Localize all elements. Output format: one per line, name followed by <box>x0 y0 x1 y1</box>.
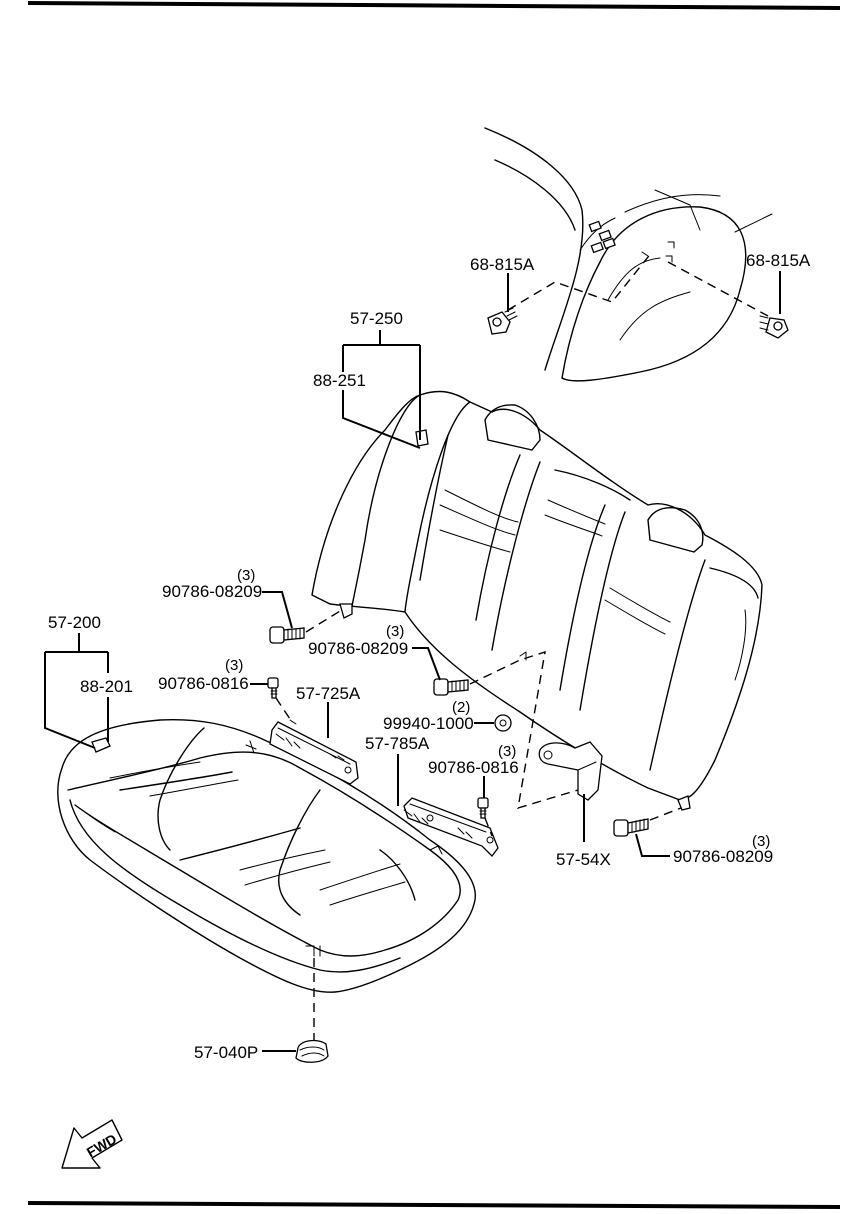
bolt-b-dashed-line <box>469 650 579 809</box>
bolt-a-dashed-line <box>305 607 346 633</box>
label-68-815A-left: 68-815A <box>470 255 535 274</box>
vehicle-body-section <box>484 127 773 382</box>
bracket-57-785A <box>403 797 499 857</box>
bolt-90786-0816-a <box>267 677 279 699</box>
clip-57-040P <box>295 1039 329 1063</box>
qty-90786-08209-a: (3) <box>237 567 255 584</box>
seat-back-hook-right <box>677 795 691 811</box>
bracket-57-54X <box>538 741 603 801</box>
clip-68-815A-right <box>759 315 789 339</box>
seat-cushion-assembly <box>57 718 476 993</box>
label-88-201: 88-201 <box>80 677 133 696</box>
fwd-arrow-label: FWD <box>84 1130 120 1160</box>
label-88-251: 88-251 <box>313 371 366 390</box>
qty-90786-08209-c: (3) <box>752 833 770 850</box>
fwd-arrow-icon: FWD <box>61 1119 123 1169</box>
seat-back-center-hook <box>519 651 527 661</box>
bolt-90786-0816-b <box>477 797 489 819</box>
bolt-c-dashed-line <box>649 805 687 821</box>
label-57-250: 57-250 <box>350 309 403 328</box>
label-57-725A: 57-725A <box>296 684 361 703</box>
qty-90786-08209-b: (3) <box>386 623 404 640</box>
top-border-line <box>27 1 841 10</box>
bolt-0816-b-dashed-line <box>484 817 493 837</box>
label-57-040P: 57-040P <box>194 1043 258 1062</box>
leader-lines <box>44 271 781 1052</box>
bracket-57-725A <box>269 719 359 785</box>
bottom-border-line <box>27 1201 841 1209</box>
label-57-54X: 57-54X <box>556 850 611 869</box>
qty-99940-1000: (2) <box>452 699 470 716</box>
bolt-90786-08209-b <box>433 678 469 696</box>
clip-right-dashed-line <box>667 261 769 317</box>
qty-90786-0816-b: (3) <box>498 743 516 760</box>
label-90786-08209-c: 90786-08209 <box>673 847 773 866</box>
clip-68-815A-left <box>487 307 518 335</box>
label-90786-0816-a: 90786-0816 <box>158 674 249 693</box>
label-57-200: 57-200 <box>48 613 101 632</box>
label-99940-1000: 99940-1000 <box>383 714 474 733</box>
nut-99940-1000 <box>494 714 512 732</box>
bolt-90786-08209-a <box>269 626 305 644</box>
bolt-0816-a-dashed-line <box>275 697 293 723</box>
label-90786-08209-a: 90786-08209 <box>162 582 262 601</box>
qty-90786-0816-a: (3) <box>225 657 243 674</box>
seat-back-hook-left <box>339 603 353 619</box>
label-57-785A: 57-785A <box>365 734 430 753</box>
label-90786-08209-b: 90786-08209 <box>308 639 408 658</box>
bolt-90786-08209-c <box>613 818 649 837</box>
label-68-815A-right: 68-815A <box>746 251 811 270</box>
label-90786-0816-b: 90786-0816 <box>428 758 519 777</box>
